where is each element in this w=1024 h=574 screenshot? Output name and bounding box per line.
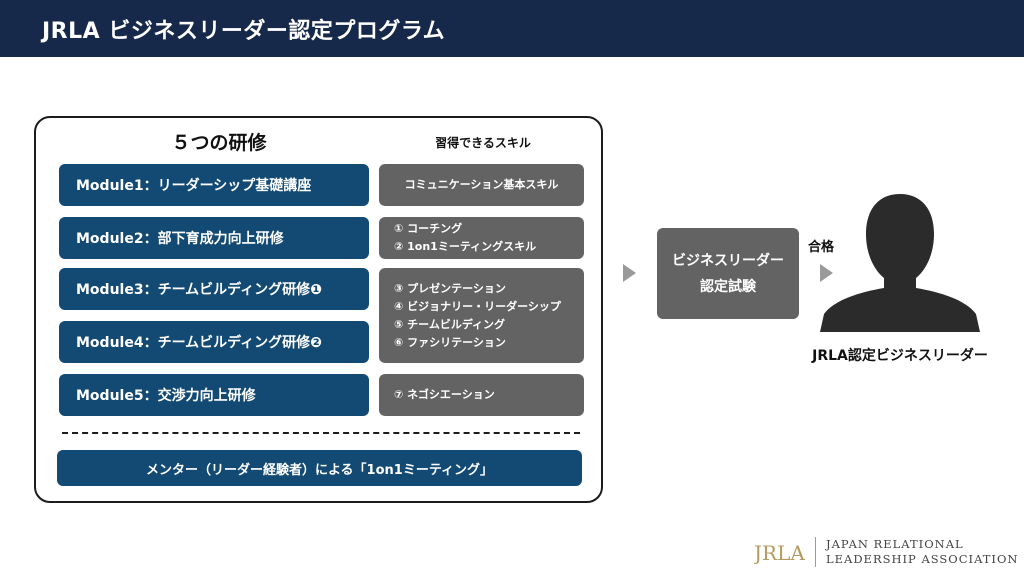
- page-title: JRLA ビジネスリーダー認定プログラム: [42, 19, 446, 44]
- module-4-button[interactable]: Module4：チームビルディング研修❷: [59, 321, 369, 363]
- org-name-line2: LEADERSHIP ASSOCIATION: [826, 552, 1019, 566]
- skill-box-3: ③ プレゼンテーション ④ ビジョナリー・リーダーシップ ⑤ チームビルディング…: [379, 268, 584, 363]
- skill-item: コミュニケーション基本スキル: [404, 178, 559, 191]
- skill-item: ② 1on1ミーティングスキル: [394, 240, 537, 253]
- footer-divider: [815, 537, 816, 567]
- skill-item: ④ ビジョナリー・リーダーシップ: [394, 299, 561, 313]
- skill-item: ⑤ チームビルディング: [394, 317, 506, 331]
- person-silhouette-icon: [820, 190, 980, 332]
- arrow-right-icon: [820, 264, 833, 282]
- module-3-button[interactable]: Module3：チームビルディング研修❶: [59, 268, 369, 310]
- certified-leader-label: JRLA認定ビジネスリーダー: [812, 348, 988, 364]
- skill-item: ⑥ ファシリテーション: [394, 335, 506, 349]
- header-bar: JRLA ビジネスリーダー認定プログラム: [0, 0, 1024, 57]
- skill-box-2: ① コーチング ② 1on1ミーティングスキル: [379, 217, 584, 259]
- mentor-meeting-bar: メンター（リーダー経験者）による「1on1ミーティング」: [57, 450, 582, 486]
- arrow-right-icon: [623, 264, 636, 282]
- modules-heading: ５つの研修: [171, 132, 267, 154]
- exam-label-line2: 認定試験: [700, 278, 756, 295]
- skills-heading: 習得できるスキル: [435, 136, 531, 150]
- jrla-logo: JRLA: [752, 540, 808, 565]
- module-1-button[interactable]: Module1：リーダーシップ基礎講座: [59, 164, 369, 206]
- exam-label-line1: ビジネスリーダー: [672, 252, 784, 269]
- pass-label: 合格: [808, 240, 835, 255]
- skill-item: ⑦ ネゴシエーション: [394, 388, 495, 401]
- skill-item: ③ プレゼンテーション: [394, 281, 506, 295]
- certification-exam-box: ビジネスリーダー 認定試験: [657, 228, 799, 319]
- module-2-button[interactable]: Module2：部下育成力向上研修: [59, 217, 369, 259]
- skill-box-1: コミュニケーション基本スキル: [379, 164, 584, 206]
- dashed-divider: [62, 432, 580, 434]
- organization-name: JAPAN RELATIONAL LEADERSHIP ASSOCIATION: [826, 537, 1018, 567]
- svg-text:JRLA: JRLA: [754, 541, 805, 564]
- org-name-line1: JAPAN RELATIONAL: [826, 537, 964, 551]
- module-5-button[interactable]: Module5：交渉力向上研修: [59, 374, 369, 416]
- skill-box-4: ⑦ ネゴシエーション: [379, 374, 584, 416]
- skill-item: ① コーチング: [394, 222, 463, 235]
